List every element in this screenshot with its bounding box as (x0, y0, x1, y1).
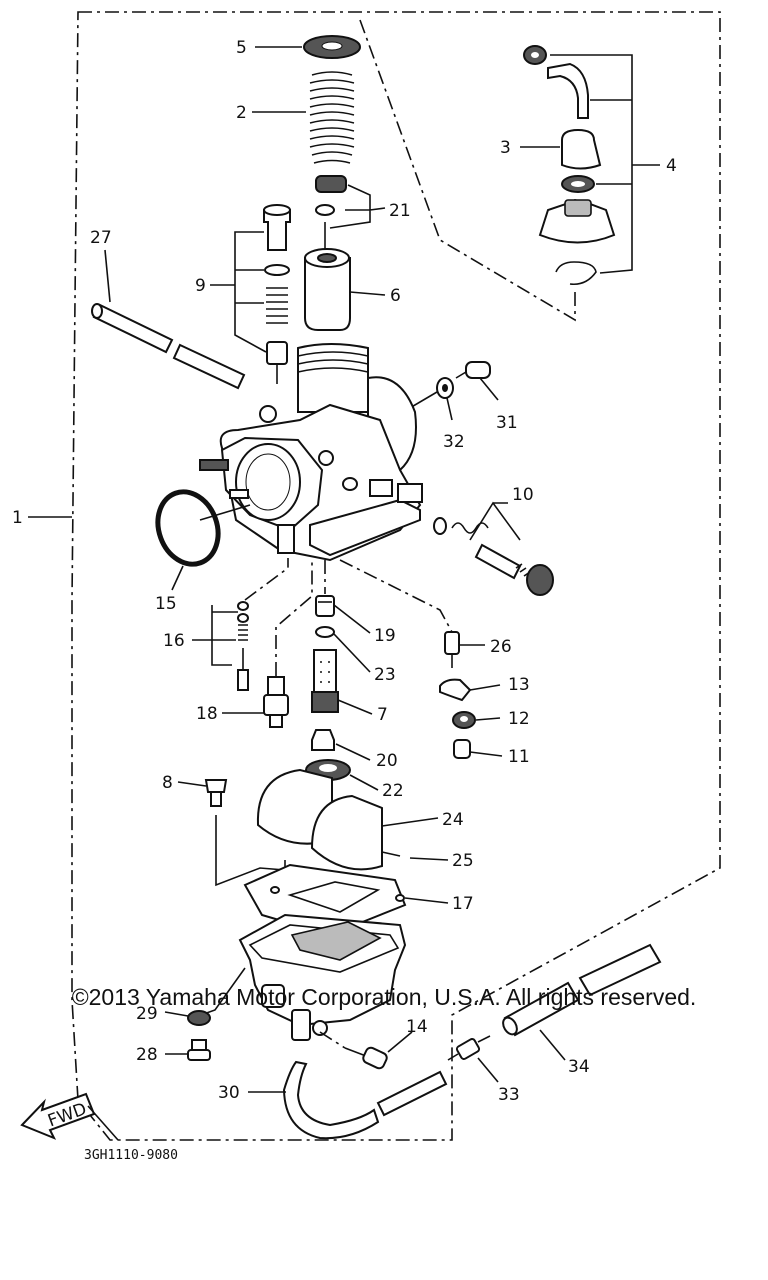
fwd-label: FWD (45, 1099, 89, 1131)
callout-14: 14 (406, 1017, 428, 1037)
part-31-screw (455, 361, 491, 379)
part-4-cap-assembly (523, 45, 616, 286)
callout-2: 2 (236, 103, 247, 123)
callout-15: 15 (155, 594, 177, 614)
assembly-outline (71, 11, 721, 1141)
callout-25: 25 (452, 851, 474, 871)
part-20-valve-seat (311, 729, 335, 751)
part-6-throttle-valve (304, 248, 351, 331)
part-16-pilot-jet-group (237, 601, 249, 691)
part-12-nut (452, 711, 476, 729)
part-28-drain-screw (187, 1039, 211, 1061)
callout-4: 4 (666, 156, 677, 176)
callout-17: 17 (452, 894, 474, 914)
callout-26: 26 (490, 637, 512, 657)
part-8-screw (204, 779, 228, 807)
callout-22: 22 (382, 781, 404, 801)
callout-21: 21 (389, 201, 411, 221)
part-14-drain-screw (344, 1046, 388, 1070)
callout-18: 18 (196, 704, 218, 724)
part-18-main-jet-holder (263, 676, 289, 728)
callout-9: 9 (195, 276, 206, 296)
part-27-vent-tube (91, 303, 246, 390)
callout-13: 13 (508, 675, 530, 695)
drawing-code: 3GH1110-9080 (84, 1148, 178, 1163)
callout-34: 34 (568, 1057, 590, 1077)
callout-16: 16 (163, 631, 185, 651)
callout-32: 32 (443, 432, 465, 452)
part-32-washer (436, 377, 454, 399)
part-float-bowl (238, 913, 407, 1041)
callout-11: 11 (508, 747, 530, 767)
part-2-spring (309, 71, 355, 164)
part-11-screw (453, 739, 471, 759)
callout-24: 24 (442, 810, 464, 830)
part-19-main-jet (315, 595, 335, 617)
part-30-drain-tube (282, 1060, 448, 1140)
part-23-washer (315, 626, 335, 638)
callout-20: 20 (376, 751, 398, 771)
part-7-needle-jet (311, 649, 339, 713)
part-10-throttle-stop-screw (433, 517, 554, 596)
callout-28: 28 (136, 1045, 158, 1065)
part-13-plate (439, 678, 472, 702)
part-33-fitting (447, 1035, 491, 1061)
callout-7: 7 (377, 705, 388, 725)
part-1-carburetor-body (199, 343, 423, 562)
part-9-starter-plunger (263, 204, 291, 384)
callout-30: 30 (218, 1083, 240, 1103)
part-24-float (256, 768, 383, 871)
callout-1: 1 (12, 508, 23, 528)
fwd-arrow-icon: FWD (20, 1092, 96, 1140)
callout-19: 19 (374, 626, 396, 646)
callout-6: 6 (390, 286, 401, 306)
callout-31: 31 (496, 413, 518, 433)
callout-10: 10 (512, 485, 534, 505)
callout-23: 23 (374, 665, 396, 685)
part-26-fitting (444, 631, 460, 668)
part-15-o-ring (155, 489, 221, 567)
callout-5: 5 (236, 38, 247, 58)
callout-3: 3 (500, 138, 511, 158)
copyright-notice: ©2013 Yamaha Motor Corporation, U.S.A. A… (71, 984, 697, 1010)
callout-12: 12 (508, 709, 530, 729)
part-34-overflow-tube (502, 943, 662, 1037)
callout-8: 8 (162, 773, 173, 793)
callout-33: 33 (498, 1085, 520, 1105)
callout-29: 29 (136, 1004, 158, 1024)
part-29-washer (187, 1010, 211, 1026)
callout-27: 27 (90, 228, 112, 248)
